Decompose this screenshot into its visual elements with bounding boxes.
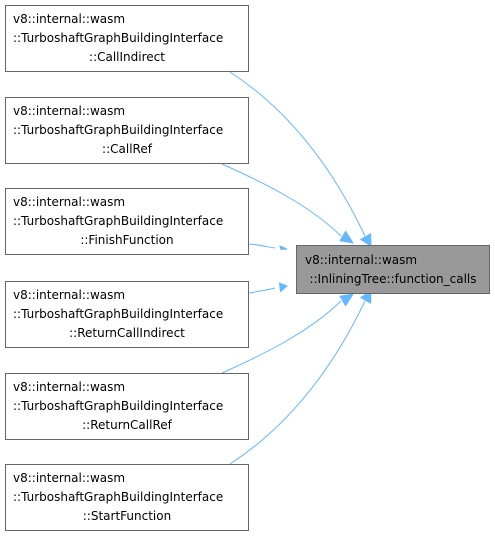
edge-callindirect-to-target: [229, 71, 372, 247]
caller-line: ::TurboshaftGraphBuildingInterface: [13, 490, 223, 504]
edge-callref-to-target: [221, 163, 355, 244]
caller-line: ::StartFunction: [83, 509, 171, 523]
caller-line: v8::internal::wasm: [13, 195, 125, 209]
caller-node-startfunction[interactable]: v8::internal::wasm ::TurboshaftGraphBuil…: [5, 464, 249, 531]
edge-returncallref-to-target: [221, 293, 355, 374]
target-line: v8::internal::wasm: [305, 253, 417, 267]
caller-line: ::FinishFunction: [80, 233, 173, 247]
target-node-function-calls[interactable]: v8::internal::wasm ::InliningTree::funct…: [296, 245, 490, 294]
caller-line: v8::internal::wasm: [13, 104, 125, 118]
caller-line: ::ReturnCallIndirect: [69, 326, 185, 340]
caller-node-returncallref[interactable]: v8::internal::wasm ::TurboshaftGraphBuil…: [5, 373, 249, 440]
caller-line: ::TurboshaftGraphBuildingInterface: [13, 31, 223, 45]
target-line: ::InliningTree::function_calls: [309, 272, 476, 286]
edge-returncallindirect-to-target: [248, 282, 288, 294]
caller-line: v8::internal::wasm: [13, 380, 125, 394]
caller-line: ::CallIndirect: [89, 50, 165, 64]
caller-line: v8::internal::wasm: [13, 288, 125, 302]
caller-node-returncallindirect[interactable]: v8::internal::wasm ::TurboshaftGraphBuil…: [5, 281, 249, 348]
caller-line: ::TurboshaftGraphBuildingInterface: [13, 123, 223, 137]
caller-line: ::TurboshaftGraphBuildingInterface: [13, 399, 223, 413]
caller-line: v8::internal::wasm: [13, 12, 125, 26]
caller-node-callindirect[interactable]: v8::internal::wasm ::TurboshaftGraphBuil…: [5, 5, 249, 72]
caller-node-finishfunction[interactable]: v8::internal::wasm ::TurboshaftGraphBuil…: [5, 188, 249, 255]
caller-line: ::CallRef: [102, 142, 153, 156]
edges: [221, 71, 372, 465]
caller-line: ::ReturnCallRef: [82, 418, 172, 432]
edge-finishfunction-to-target: [248, 243, 288, 251]
caller-line: ::TurboshaftGraphBuildingInterface: [13, 214, 223, 228]
edge-startfunction-to-target: [229, 290, 372, 465]
caller-node-callref[interactable]: v8::internal::wasm ::TurboshaftGraphBuil…: [5, 97, 249, 164]
caller-line: ::TurboshaftGraphBuildingInterface: [13, 307, 223, 321]
caller-line: v8::internal::wasm: [13, 471, 125, 485]
